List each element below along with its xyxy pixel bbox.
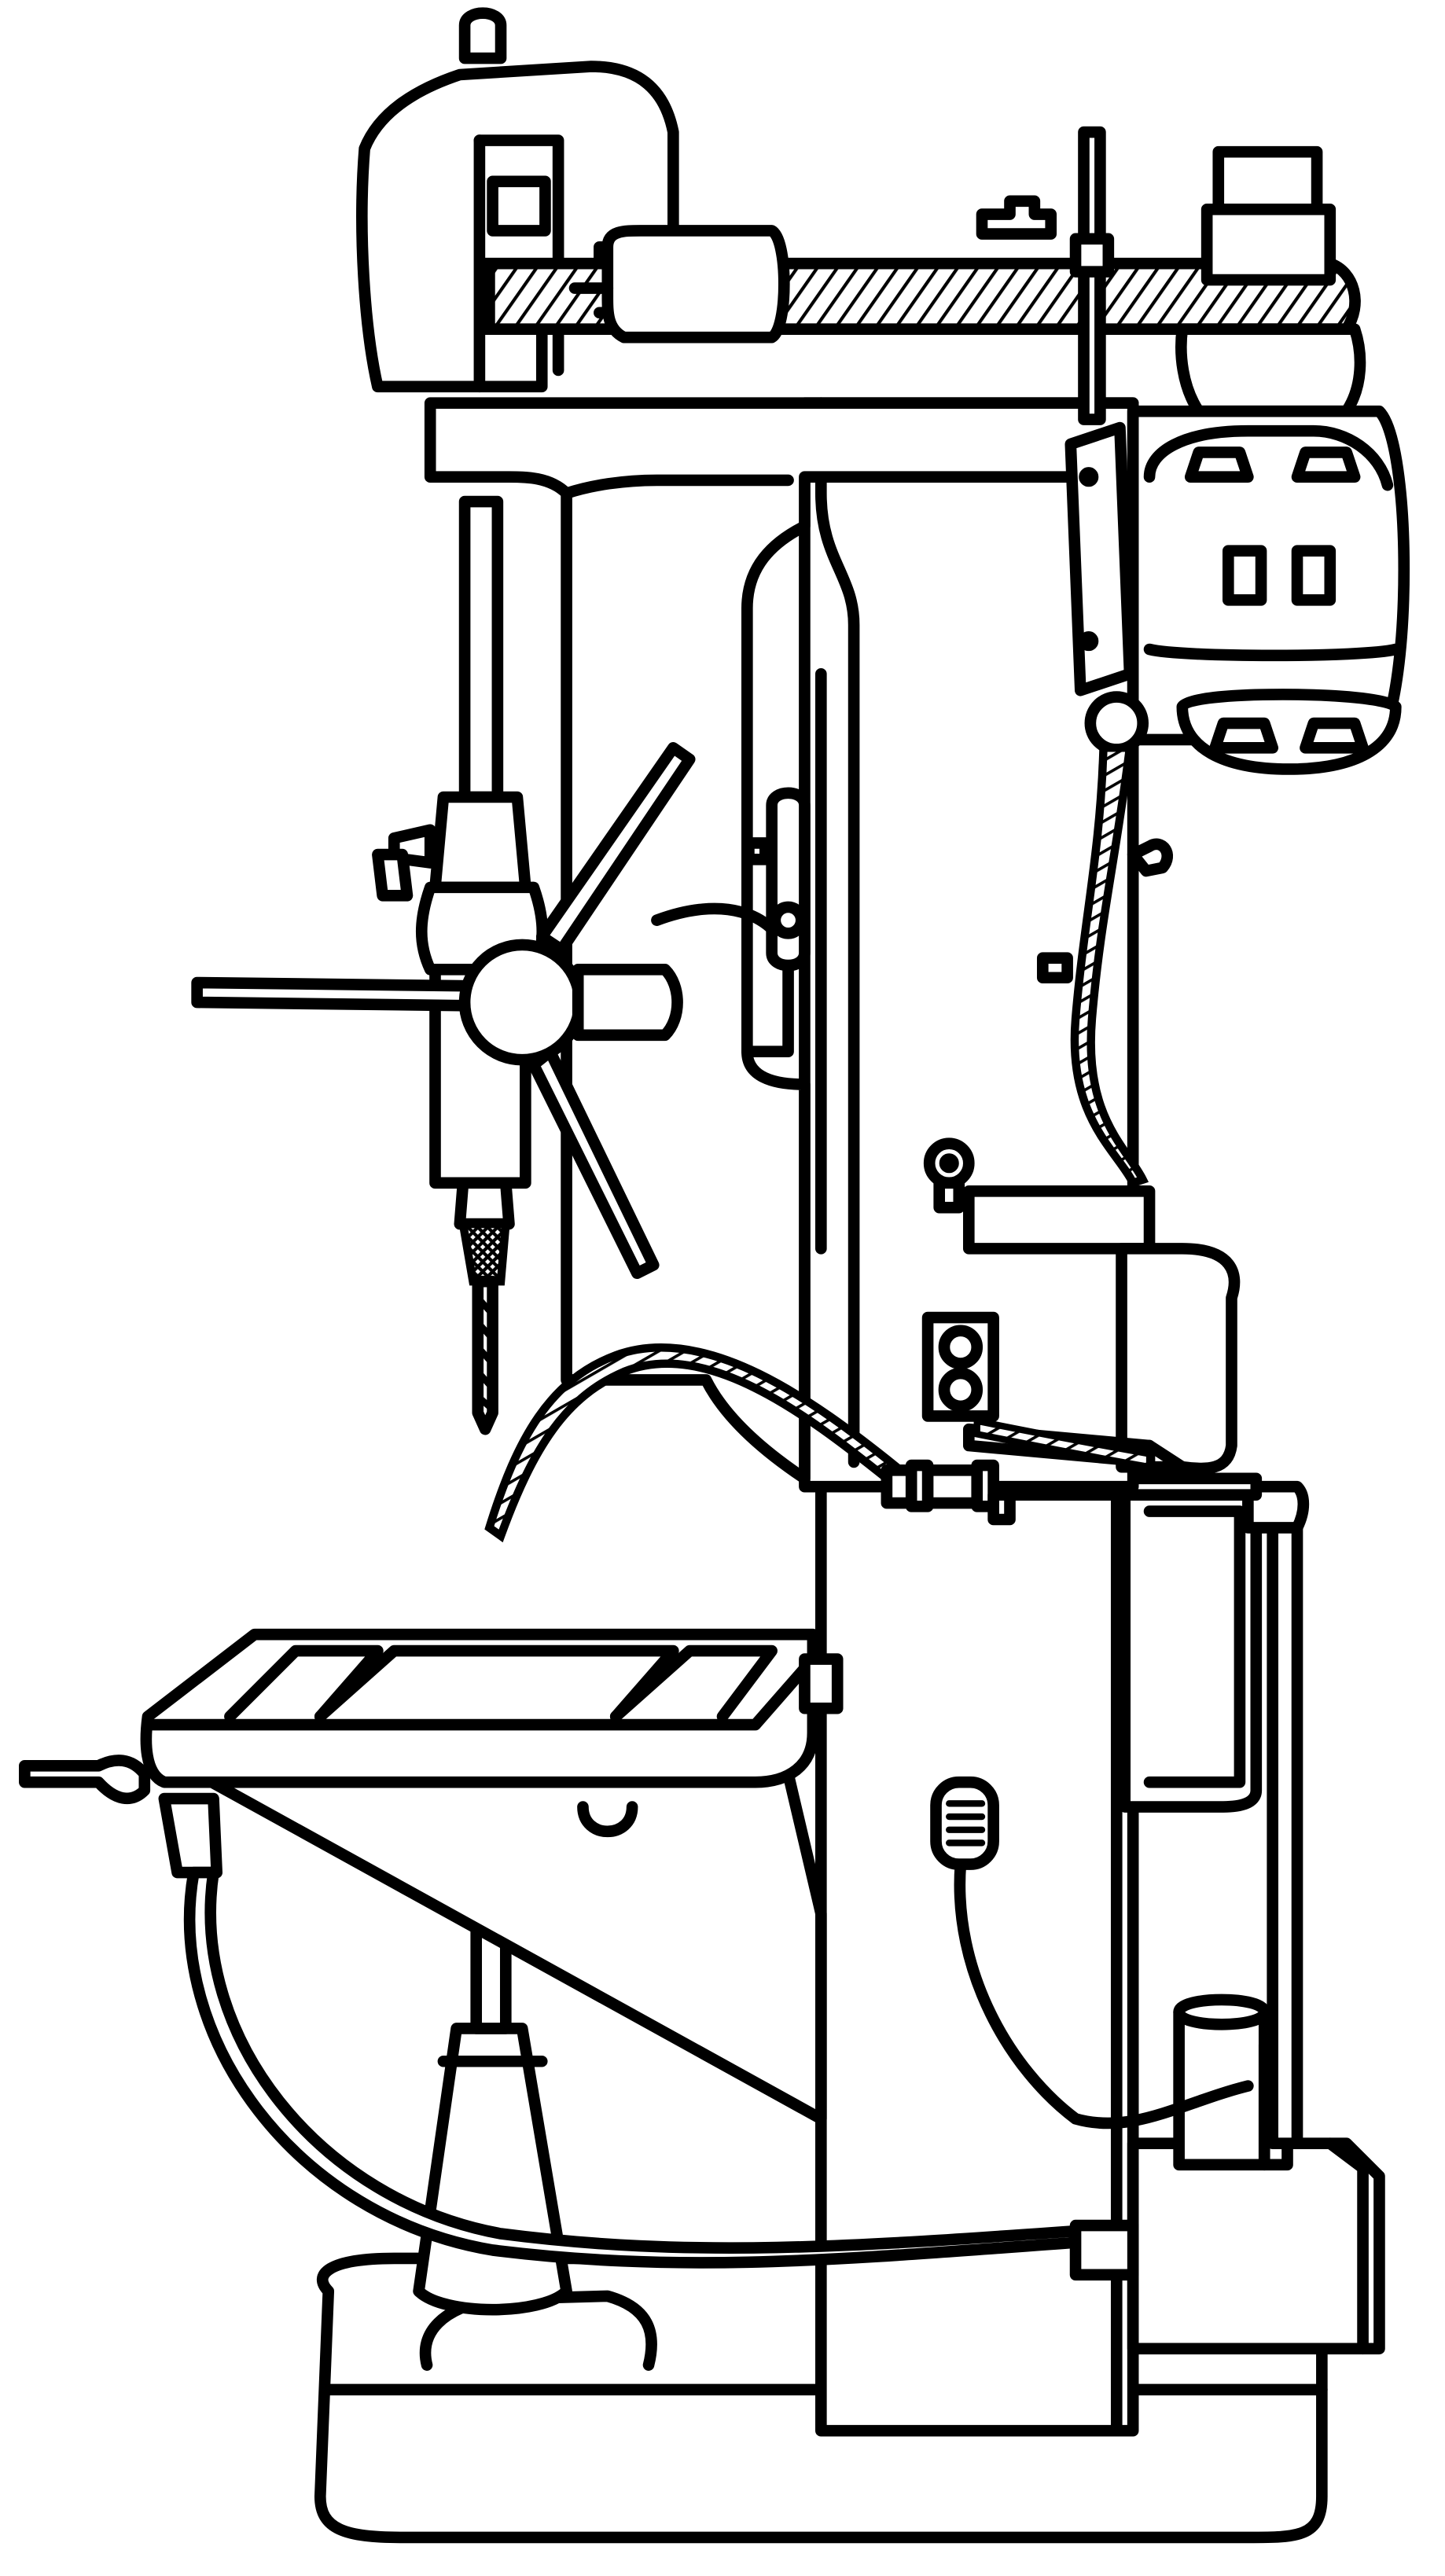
fitting-3: [987, 1489, 1016, 1526]
coolant-tank: [1069, 1994, 1385, 2355]
fitting-1: [905, 1459, 934, 1512]
column-lever: [743, 787, 811, 972]
coolant-hose-vertical: [1036, 691, 1173, 1189]
foot-switch-pendant: [930, 1776, 1254, 2130]
right-motor: [1064, 145, 1410, 775]
spindle-quill: [416, 495, 548, 1230]
control-box: [923, 1137, 1241, 1475]
electrical-outlet: [921, 1311, 999, 1422]
work-table: [140, 1628, 844, 1788]
depth-stop-knob: [372, 824, 436, 902]
guard-rod: [1069, 126, 1115, 425]
coolant-line-fittings: [881, 1464, 991, 1509]
lower-column: [815, 1456, 1139, 2437]
side-cabinet: [1119, 1480, 1263, 1813]
feed-handles: [191, 742, 794, 1280]
drill-chuck: [458, 1219, 510, 1435]
control-hose-short: [973, 1417, 1153, 1472]
